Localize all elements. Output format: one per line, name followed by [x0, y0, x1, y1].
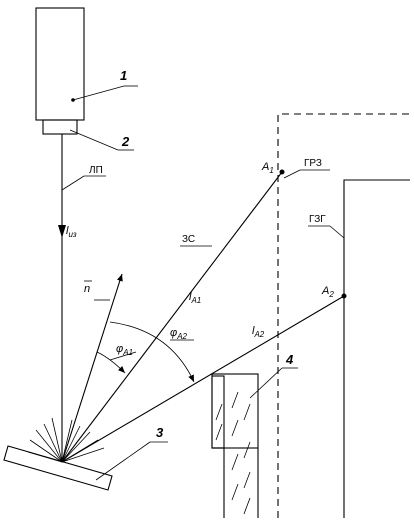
leader-1	[72, 85, 125, 101]
label-phi-a1: φA1	[116, 343, 133, 357]
ray-a2	[61, 295, 345, 463]
leader-3	[95, 441, 151, 481]
obstacle-stem	[211, 375, 225, 449]
label-n: n	[84, 283, 90, 295]
angle-arc-a1	[96, 351, 126, 374]
aperture-block	[42, 119, 78, 135]
callout-1: 1	[120, 68, 127, 83]
callout-3: 3	[156, 425, 164, 440]
boundary-gzg	[343, 179, 410, 518]
incident-arrowhead	[58, 225, 66, 238]
label-zs: ЗС	[182, 234, 195, 245]
label-a2: A2	[321, 285, 334, 299]
ray-a1	[61, 171, 283, 463]
light-source-body	[35, 7, 85, 121]
label-phi-a2: φA2	[170, 327, 188, 341]
leader-4	[249, 367, 283, 399]
leader-2	[69, 129, 119, 151]
leader-grz	[283, 169, 301, 179]
label-l-a1: lA1	[189, 291, 201, 305]
label-grz: ГРЗ	[304, 158, 322, 169]
leader-gzg	[329, 225, 345, 239]
label-l-a2: lA2	[252, 325, 265, 339]
scatter-burst	[27, 417, 105, 463]
label-lp: ЛП	[89, 165, 103, 176]
boundary-grz	[277, 113, 410, 518]
sample-plate	[3, 445, 113, 491]
obstacle-block	[211, 373, 259, 449]
callout-2: 2	[121, 134, 130, 149]
obstacle-hatching	[215, 391, 251, 515]
normal-vector	[61, 273, 123, 463]
callout-4: 4	[285, 352, 294, 367]
leader-phi-a1	[109, 351, 137, 361]
label-l-iz: lиз	[66, 225, 77, 239]
angle-arc-a2	[109, 321, 195, 383]
label-a1: A1	[261, 161, 274, 175]
label-gzg: ГЗГ	[309, 214, 326, 225]
leader-lp	[61, 175, 85, 191]
point-a1-dot	[279, 169, 285, 175]
